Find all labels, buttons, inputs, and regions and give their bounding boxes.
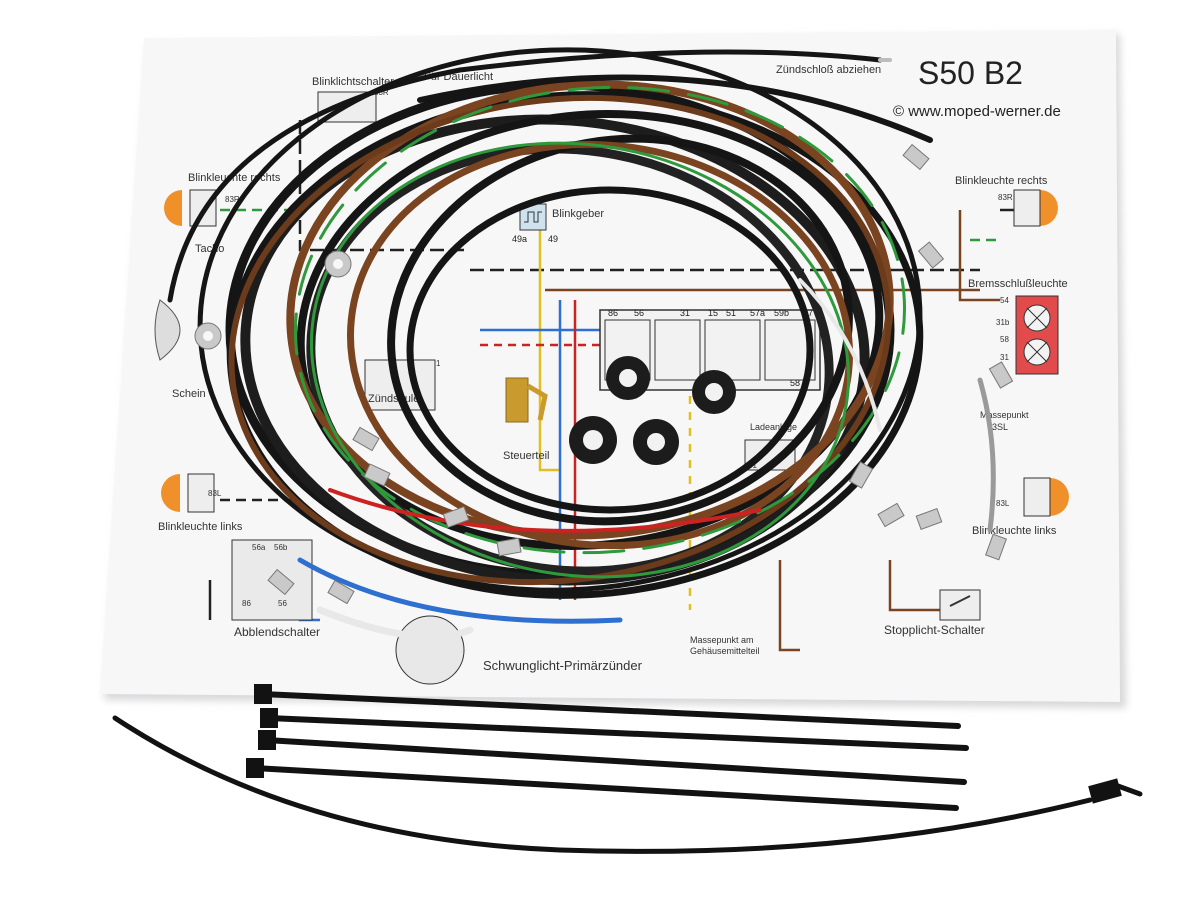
terminal-label: 1 xyxy=(436,359,441,368)
label-ladeanlage: Ladeanlage xyxy=(750,422,797,432)
label-tacho: Tacho xyxy=(195,243,224,255)
terminal-label: 86 xyxy=(242,599,251,608)
terminal-label: 49 xyxy=(548,234,558,244)
wire-terminals xyxy=(267,143,1014,605)
terminal-label: 83R xyxy=(998,193,1013,202)
label-blinkleuchte-rechts-right: Blinkleuchte rechts xyxy=(955,175,1048,187)
terminal-label: 31 xyxy=(680,308,690,318)
diagram-title: S50 B2 xyxy=(918,55,1023,91)
terminal-label: 54 xyxy=(1000,296,1009,305)
rubber-grommets xyxy=(569,356,736,465)
terminal-label: 83R xyxy=(225,195,240,204)
top-note-right: Zündschloß abziehen xyxy=(776,64,881,76)
label-zuendspule: Zündspule xyxy=(368,393,419,405)
terminal-label: 31 xyxy=(1000,353,1009,362)
label-massepunkt-center-sub: Gehäusemittelteil xyxy=(690,646,760,656)
terminal-label: 59b xyxy=(774,308,789,318)
label-massepunkt-right-sub: 3SL xyxy=(992,422,1008,432)
label-blinkleuchte-links-left: Blinkleuchte links xyxy=(158,521,243,533)
wire-harness xyxy=(167,47,996,641)
label-massepunkt-right: Massepunkt xyxy=(980,410,1029,420)
terminal-label: 56a xyxy=(252,543,266,552)
terminal-label: 56 xyxy=(278,599,287,608)
terminal-label: 56 xyxy=(634,308,644,318)
terminal-label: 49a xyxy=(512,234,527,244)
label-primaerzuender: Schwunglicht-Primärzünder xyxy=(483,658,643,673)
terminal-label: 56b xyxy=(274,543,288,552)
terminal-label: 31b xyxy=(996,318,1010,327)
steuerteil-connector xyxy=(505,377,548,423)
label-massepunkt-center: Massepunkt am xyxy=(690,635,754,645)
terminal-label: 83L xyxy=(208,489,222,498)
terminal-label: 58 xyxy=(790,378,800,388)
cable-ties xyxy=(112,684,1143,854)
terminal-label: 15 xyxy=(708,308,718,318)
terminal-label: 86 xyxy=(608,308,618,318)
website-label: © www.moped-werner.de xyxy=(893,103,1061,120)
label-scheinwerfer: Schein xyxy=(172,388,206,400)
label-blinklichtschalter: Blinklichtschalter xyxy=(312,76,394,88)
label-blinkleuchte-links-right: Blinkleuchte links xyxy=(972,525,1057,537)
terminal-label: 57a xyxy=(750,308,765,318)
label-bremsschlussleuchte: Bremsschlußleuchte xyxy=(968,278,1068,290)
label-stopplicht-schalter: Stopplicht-Schalter xyxy=(884,623,985,637)
label-abblendschalter: Abblendschalter xyxy=(234,625,320,639)
label-steuerteil: Steuerteil xyxy=(503,450,549,462)
lamp-symbols xyxy=(154,189,1069,517)
ring-terminals xyxy=(194,250,352,350)
terminal-label: 58 xyxy=(1000,335,1009,344)
terminal-label: 83L xyxy=(996,499,1010,508)
terminal-label: 51 xyxy=(726,308,736,318)
label-blinkgeber: Blinkgeber xyxy=(552,208,604,220)
terminal-label: 83R xyxy=(374,88,389,97)
